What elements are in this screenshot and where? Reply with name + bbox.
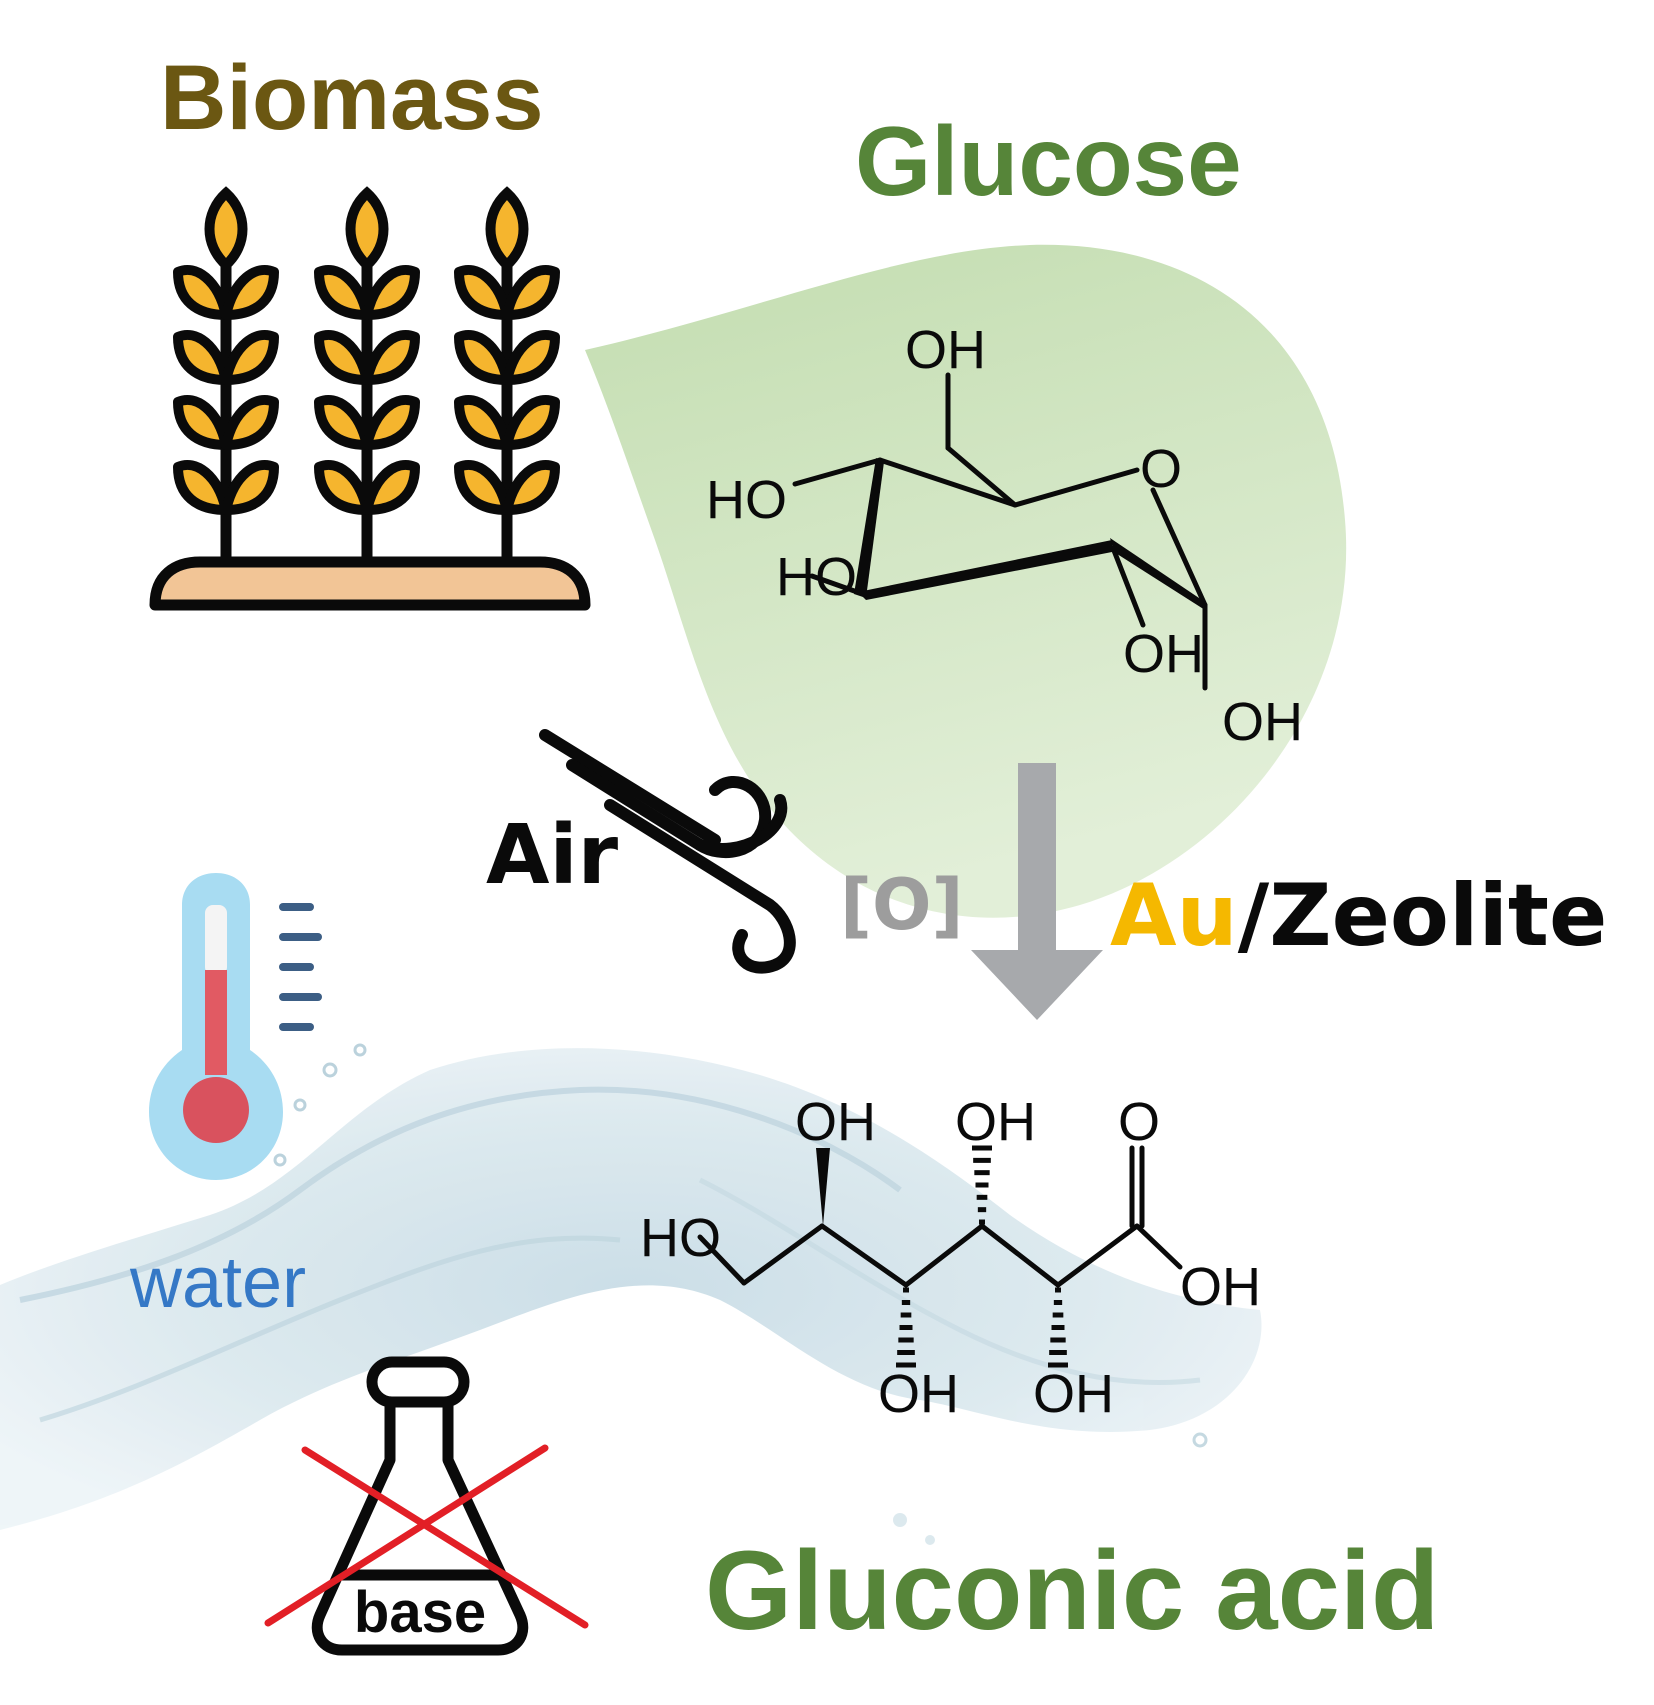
soil-base: [149, 556, 591, 611]
gluconic-atom-oh-c2: OH: [1033, 1364, 1114, 1424]
wheat-stalks: [173, 186, 560, 565]
glucose-atom-ho-lower: HO: [776, 547, 857, 607]
glucose-atom-oh-top: OH: [905, 320, 986, 380]
wheat-stalk: [454, 186, 560, 565]
catalyst-metal-label: Au: [1110, 866, 1238, 966]
oxidant-label: [O]: [840, 864, 964, 946]
gluconic-atom-ho-c6: HO: [640, 1208, 721, 1268]
gluconic-atom-oh-c3: OH: [955, 1092, 1036, 1152]
leaf-shape: [585, 244, 1347, 918]
solvent-label: water: [130, 1243, 307, 1323]
no-base-label: base: [354, 1580, 486, 1645]
glucose-atom-oh-c2: OH: [1123, 624, 1204, 684]
gluconic-atom-oh-c5: OH: [795, 1092, 876, 1152]
gluconic-acid-label: Gluconic acid: [705, 1528, 1440, 1653]
glucose-label: Glucose: [855, 106, 1242, 216]
air-label: Air: [486, 808, 619, 903]
hashed-wedge-bonds: [896, 1145, 1068, 1368]
biomass-label: Biomass: [160, 47, 544, 149]
water-splash-icon: [0, 1043, 1262, 1545]
wheat-stalk: [173, 186, 279, 565]
glucose-atom-ho-upper: HO: [706, 470, 787, 530]
catalyst-label: Au/Zeolite: [1110, 873, 1607, 959]
gluconic-atom-carbonyl-o: O: [1118, 1092, 1160, 1152]
gluconic-atom-oh-c4: OH: [878, 1364, 959, 1424]
glucose-atom-ring-o: O: [1140, 439, 1182, 499]
gluconic-atom-oh-acid: OH: [1180, 1257, 1261, 1317]
glucose-atom-oh-anomeric: OH: [1222, 692, 1303, 752]
catalyst-support-label: /Zeolite: [1237, 866, 1608, 966]
wheat-stalk: [314, 186, 420, 565]
